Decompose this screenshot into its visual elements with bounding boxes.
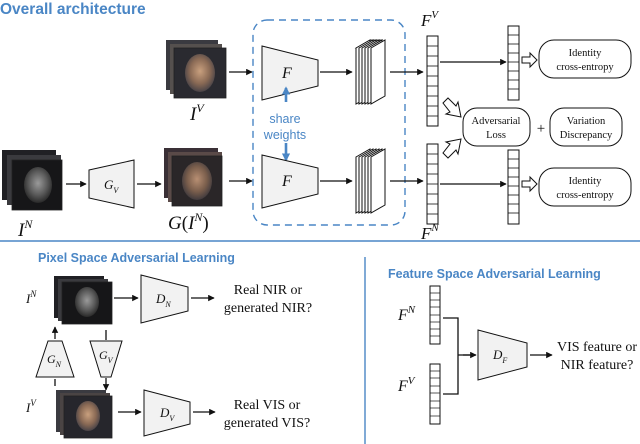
pixel-label-in: IN — [25, 289, 37, 306]
label-gv: GV — [104, 177, 119, 195]
feature-label-fv: FV — [397, 375, 416, 395]
hollow-arrow-identity-bottom — [521, 175, 538, 193]
variation-line1: Variation — [567, 116, 606, 127]
label-in: IN — [17, 217, 33, 241]
shared-weights-region — [252, 19, 406, 226]
variation-line2: Discrepancy — [560, 130, 613, 141]
label-dv: DV — [159, 405, 175, 423]
section-title-overall: Overall architecture — [0, 1, 146, 18]
label-gn: GN — [47, 352, 62, 369]
discriminator-dn — [140, 274, 189, 324]
hollow-arrow-identity-top — [521, 51, 538, 69]
vis-question-line2: generated VIS? — [224, 416, 310, 431]
pixel-nir-face-image — [54, 276, 113, 325]
identity-bottom-line2: cross-entropy — [556, 190, 614, 201]
variation-discrepancy-box — [549, 107, 623, 147]
feature-merge-bracket — [443, 317, 474, 395]
feature-maps-top — [354, 39, 386, 105]
nir-face-image — [2, 150, 63, 211]
label-f-top: F — [281, 65, 292, 82]
feature-vector-fn-small — [429, 285, 441, 345]
identity-bottom-line1: Identity — [569, 176, 602, 187]
discriminator-df — [477, 329, 528, 381]
nir-question-line2: generated NIR? — [224, 301, 312, 316]
hollow-arrow-fn-to-adv — [442, 138, 462, 159]
encoder-f-top — [261, 45, 319, 101]
identity-loss-box-bottom — [538, 167, 632, 207]
generator-gn — [35, 340, 75, 378]
section-title-pixel: Pixel Space Adversarial Learning — [38, 251, 235, 265]
label-f-bottom: F — [281, 173, 292, 190]
generator-gv — [88, 159, 135, 209]
label-fn-bottom: FN — [420, 222, 439, 243]
feature-label-fn: FN — [397, 304, 416, 324]
adversarial-line1: Adversarial — [472, 116, 521, 127]
label-gv-small: GV — [99, 348, 114, 365]
plus-sign: + — [537, 121, 545, 137]
identity-top-line2: cross-entropy — [556, 62, 614, 73]
identity-loss-box-top — [538, 39, 632, 79]
feature-vector-fn — [426, 143, 439, 225]
share-weights-line1: share — [269, 112, 300, 126]
share-weights-line2: weights — [263, 128, 306, 142]
section-title-feature: Feature Space Adversarial Learning — [388, 267, 601, 281]
feature-question-line1: VIS feature or — [557, 340, 637, 355]
feature-vector-fv-small — [429, 363, 441, 425]
pixel-label-iv: IV — [25, 398, 37, 415]
generator-gv-small — [89, 340, 123, 378]
classifier-vector-top — [507, 25, 520, 101]
feature-question-line2: NIR feature? — [561, 358, 634, 373]
encoder-f-bottom — [261, 154, 319, 209]
vis-face-image — [166, 40, 227, 99]
discriminator-dv — [143, 389, 191, 437]
feature-maps-bottom — [355, 148, 386, 214]
label-fv-top: FV — [420, 9, 439, 30]
pixel-vis-face-image — [56, 390, 113, 439]
identity-top-line1: Identity — [569, 48, 602, 59]
classifier-vector-bottom — [507, 149, 520, 225]
label-dn: DN — [155, 291, 171, 309]
generated-face-image — [164, 148, 223, 207]
adversarial-line2: Loss — [486, 130, 506, 141]
adversarial-loss-box — [462, 107, 531, 147]
nir-question-line1: Real NIR or — [234, 283, 303, 298]
vis-question-line1: Real VIS or — [234, 398, 301, 413]
hollow-arrow-fv-to-adv — [442, 97, 462, 118]
label-iv: IV — [189, 101, 205, 125]
label-g-in: G(IN) — [168, 210, 209, 234]
feature-vector-fv — [426, 35, 439, 127]
label-df: DF — [492, 347, 507, 365]
